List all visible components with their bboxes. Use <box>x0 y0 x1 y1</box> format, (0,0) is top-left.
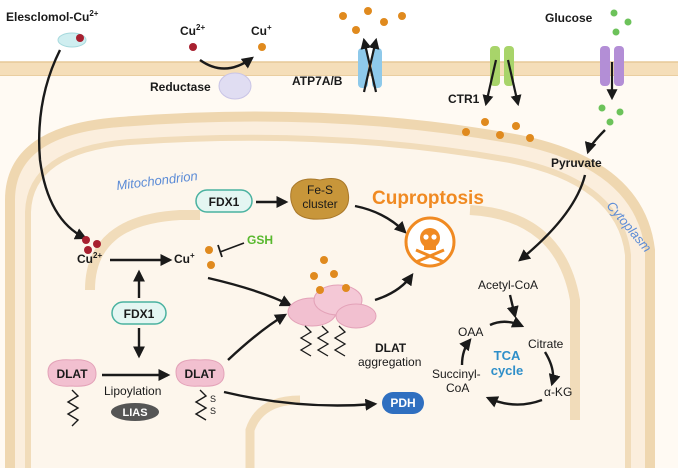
elesclomol-label: Elesclomol-Cu2+ <box>6 9 99 24</box>
lias-label: LIAS <box>122 407 147 419</box>
atp7-transporter-left <box>358 48 368 88</box>
glucose-dots-outside <box>610 9 632 36</box>
cuproptosis-title: Cuproptosis <box>372 188 484 209</box>
cu1-mito-label: Cu+ <box>174 251 195 266</box>
exported-copper-dots <box>339 7 406 34</box>
cu1-top-dot <box>258 43 266 51</box>
succinyl-label-line1: Succinyl- <box>432 367 481 381</box>
pyruvate-label: Pyruvate <box>551 156 602 170</box>
lipoylation-label: Lipoylation <box>104 384 161 398</box>
atp7-transporter-right <box>372 48 382 88</box>
cu2-top-dot <box>189 43 197 51</box>
dlat-aggregate <box>287 284 377 357</box>
fes-label-line2: cluster <box>302 197 337 211</box>
glucose-transporter-left <box>600 46 610 86</box>
mito-cu2-dots <box>82 236 101 254</box>
pdh-label: PDH <box>390 396 415 410</box>
gsh-inhibition-line <box>219 242 245 253</box>
akg-label: α-KG <box>544 385 572 399</box>
elesclomol-cu-dot <box>76 34 84 42</box>
dlat-agg-label-line1: DLAT <box>375 341 407 355</box>
dlat-right-protein <box>175 359 225 387</box>
tca-label-line2: cycle <box>491 363 524 378</box>
fdx1-top-node <box>195 189 253 213</box>
aggregate-copper-dots <box>310 256 350 294</box>
s-top-label: S <box>210 394 216 404</box>
elesclomol-entry-arrow <box>37 49 88 240</box>
citrate-label: Citrate <box>528 337 564 351</box>
pyruvate-to-acetylcoa-arrow <box>518 174 587 262</box>
reductase-protein <box>218 72 252 100</box>
dlat-right-chain <box>194 389 208 421</box>
succinyl-label-line2: CoA <box>446 381 469 395</box>
ctr1-label: CTR1 <box>448 92 480 106</box>
acetylcoa-to-citrate-arrow <box>506 294 519 319</box>
cu1-mito-dot-b <box>207 261 215 269</box>
aggregate-to-cuproptosis-arrow <box>374 273 414 302</box>
glycolysis-arrow <box>584 129 606 155</box>
fes-cluster-shape <box>290 178 350 220</box>
glucose-label: Glucose <box>545 11 593 25</box>
lias-enzyme <box>111 403 159 421</box>
s-bottom-label: S <box>210 406 216 416</box>
cu2-top-label: Cu2+ <box>180 23 205 38</box>
reduction-arrow <box>199 56 254 70</box>
fdx1-mid-node <box>111 301 167 325</box>
cu2-mito-label: Cu2+ <box>77 251 102 266</box>
dlat-left-label: DLAT <box>56 367 88 381</box>
pdh-node <box>382 392 424 414</box>
gsh-label: GSH <box>247 233 273 247</box>
acetyl-coa-label: Acetyl-CoA <box>478 278 538 292</box>
oaa-label: OAA <box>458 325 483 339</box>
tca-label-line1: TCA <box>494 348 521 363</box>
tca-cycle-arrows <box>459 316 561 408</box>
skull-crossbones-icon <box>415 228 445 264</box>
reductase-label: Reductase <box>150 80 211 94</box>
fes-to-cuproptosis-arrow <box>354 204 407 234</box>
dlat-left-protein <box>47 359 97 387</box>
imported-copper-dots <box>462 118 534 142</box>
dlat-agg-label-line2: aggregation <box>358 355 421 369</box>
fdx1-mid-label: FDX1 <box>124 307 155 321</box>
dlat-to-aggregate-arrow <box>227 313 288 361</box>
atp7-label: ATP7A/B <box>292 74 343 88</box>
glucose-transporter-right <box>614 46 624 86</box>
fdx1-top-label: FDX1 <box>209 195 240 209</box>
dlat-to-pdh-arrow <box>223 390 378 411</box>
cu1-top-label: Cu+ <box>251 23 272 38</box>
dlat-left-chain <box>66 389 80 427</box>
fes-label-line1: Fe-S <box>307 183 333 197</box>
cu1-mito-dot-a <box>205 246 213 254</box>
dlat-right-label: DLAT <box>184 367 216 381</box>
glucose-dots-inside <box>598 104 624 126</box>
cu-to-aggregate-arrow <box>207 276 293 307</box>
